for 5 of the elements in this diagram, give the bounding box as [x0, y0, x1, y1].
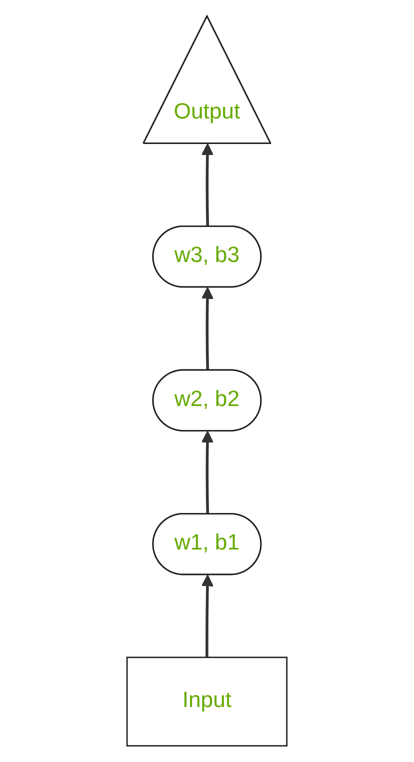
node-box: Input: [126, 656, 288, 747]
arrow: [201, 287, 214, 371]
arrow: [201, 574, 214, 658]
arrow: [201, 430, 214, 514]
arrow: [201, 143, 214, 227]
